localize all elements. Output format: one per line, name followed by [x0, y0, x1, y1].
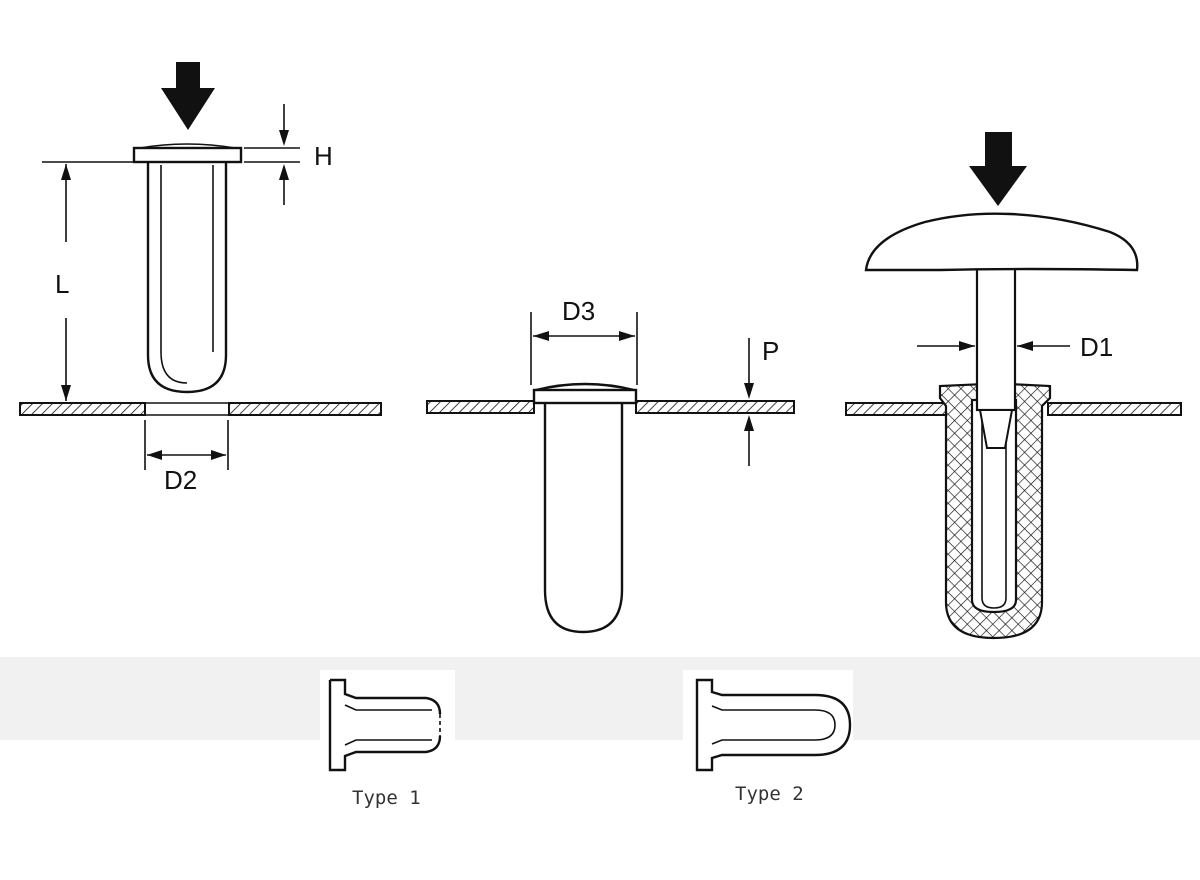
label-p: P — [762, 336, 779, 366]
h-arrow-top-head — [279, 130, 289, 146]
caption-type1: Type 1 — [352, 787, 421, 809]
type2-outline — [695, 678, 852, 772]
d3-arrow-left — [533, 331, 549, 341]
panel-plate-mid-a — [426, 400, 535, 414]
panel-plate-right-a — [845, 402, 949, 416]
type1-inner-bottom — [344, 739, 432, 746]
type1-outline-bottom — [328, 680, 442, 772]
label-d2: D2 — [164, 465, 197, 495]
fastener-head — [864, 212, 1139, 272]
h-arrow-bottom-head — [279, 164, 289, 180]
type1-inner-top — [344, 704, 432, 711]
p-arrow-top — [744, 383, 754, 399]
screw-tip — [978, 409, 1014, 449]
d2-arrow-left — [147, 450, 162, 460]
l-arrow-bottom — [61, 385, 71, 401]
plug-inner-line — [160, 165, 188, 384]
screw-shank — [975, 266, 1017, 412]
plug-flange-top — [139, 143, 236, 149]
d1-arrow-right — [1017, 341, 1033, 351]
panel-plate-left-a — [19, 402, 146, 416]
caption-band — [0, 657, 1200, 740]
figure-right: D1 — [845, 132, 1182, 640]
panel-plate-mid-b — [635, 400, 795, 414]
plug-flange-mid-top — [535, 382, 635, 392]
type2-figure: Type 2 — [683, 670, 853, 805]
d1-arrow-left — [959, 341, 975, 351]
plug-flange-mid — [532, 388, 638, 405]
label-l: L — [55, 269, 69, 299]
label-d1: D1 — [1080, 332, 1113, 362]
press-arrow-icon — [161, 62, 215, 130]
plug-body-left — [146, 162, 228, 394]
d3-arrow-right — [619, 331, 635, 341]
type1-outline-top — [330, 678, 442, 715]
plug-flange-left — [132, 146, 243, 164]
l-arrow-top — [61, 164, 71, 180]
figure-left: H L D2 — [19, 62, 382, 495]
d2-arrow-right — [211, 450, 226, 460]
panel-plate-right-b — [1047, 402, 1182, 416]
caption-type2: Type 2 — [735, 783, 804, 805]
type2-inner — [711, 705, 836, 745]
plug-body-mid — [543, 403, 624, 634]
press-arrow-right-icon — [969, 132, 1027, 206]
label-d3: D3 — [562, 296, 595, 326]
figure-middle: D3 P — [426, 296, 795, 634]
panel-plate-left-b — [228, 402, 382, 416]
type1-bg — [320, 670, 455, 770]
plug-bore — [981, 410, 1007, 609]
type1-figure: Type 1 — [320, 670, 455, 809]
p-arrow-bottom — [744, 415, 754, 431]
label-h: H — [314, 141, 333, 171]
